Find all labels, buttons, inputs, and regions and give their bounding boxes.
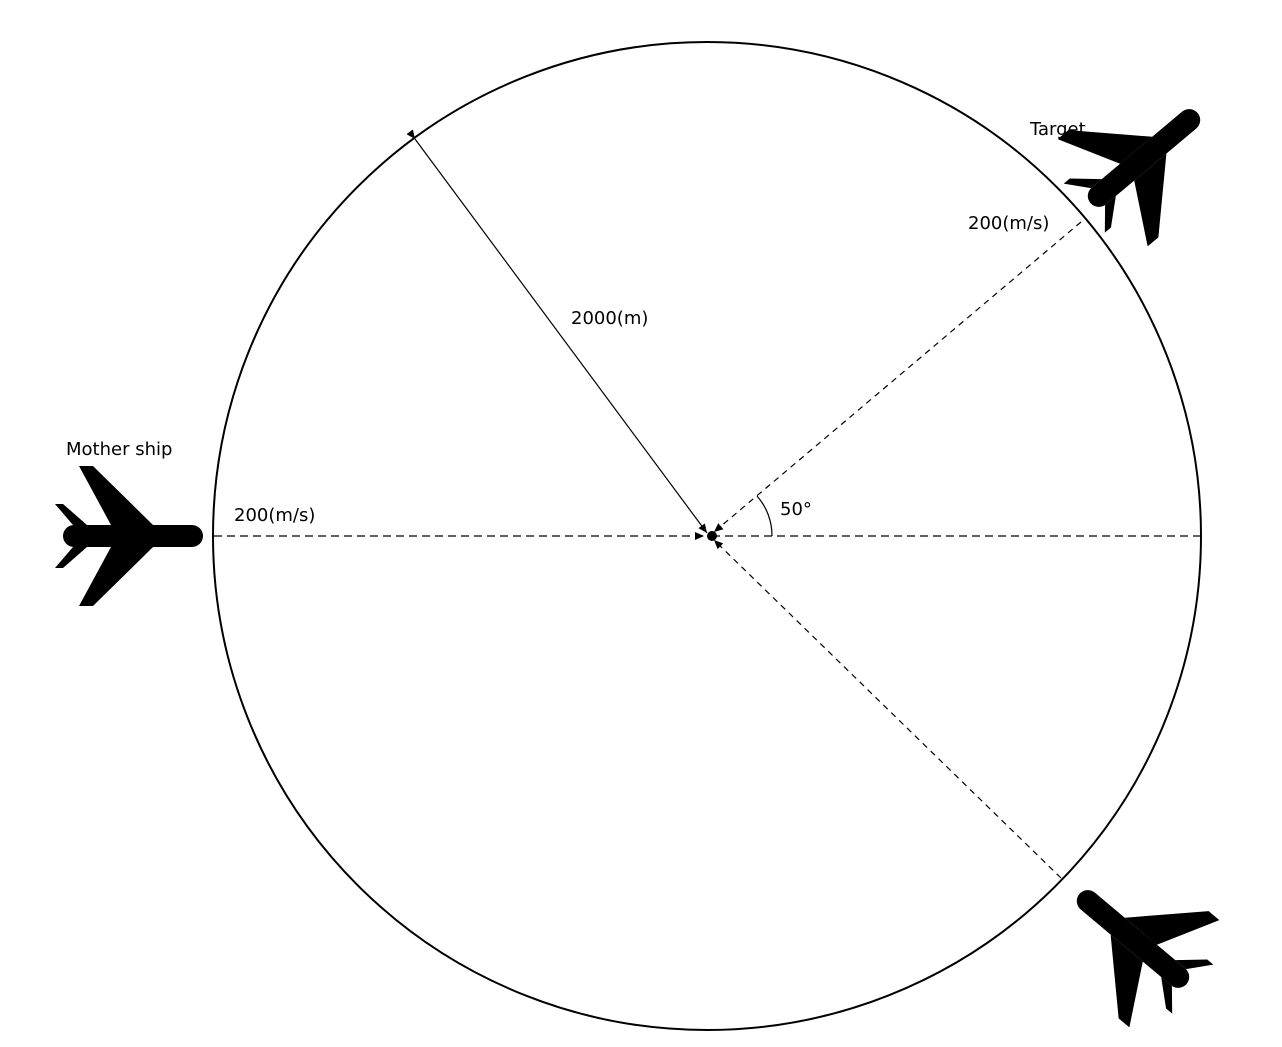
- target-path: [713, 221, 1082, 533]
- mother-speed-label: 200(m/s): [234, 505, 315, 526]
- center-point: [707, 531, 717, 541]
- angle-arc: [756, 495, 773, 537]
- angle-label: 50°: [780, 499, 812, 520]
- radius-label: 2000(m): [571, 308, 648, 329]
- radius-arrow: [406, 129, 708, 534]
- target-speed-label: 200(m/s): [968, 213, 1049, 234]
- target-label: Target: [1029, 119, 1086, 140]
- airplane-icon: [1034, 840, 1238, 1043]
- mother-ship-label: Mother ship: [66, 439, 172, 460]
- lower-path: [713, 539, 1062, 879]
- airplane-icon: [55, 466, 203, 606]
